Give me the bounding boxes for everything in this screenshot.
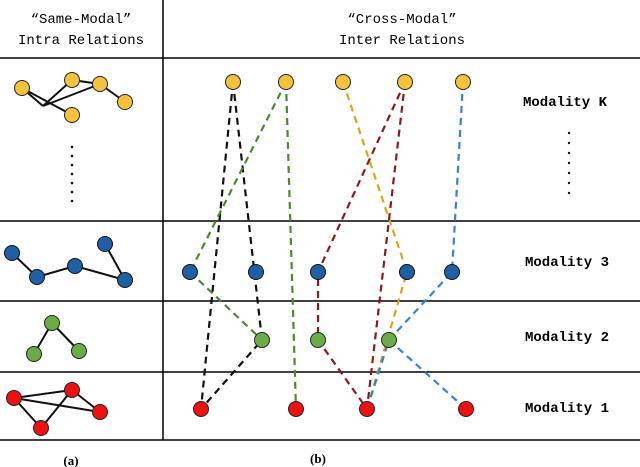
- node-green: [381, 332, 397, 348]
- intra-graph-modality-k: [14, 72, 133, 123]
- node-yellow: [92, 76, 108, 92]
- node-red: [288, 401, 304, 417]
- node-red: [92, 404, 108, 420]
- node-yellow: [397, 74, 413, 90]
- node-blue: [4, 245, 20, 261]
- cross-row-modality-2: [254, 332, 397, 348]
- node-yellow: [64, 72, 80, 88]
- node-blue: [310, 264, 326, 280]
- node-green: [71, 343, 87, 359]
- node-blue: [97, 236, 113, 252]
- node-yellow: [278, 74, 294, 90]
- intra-vertical-ellipsis: [70, 145, 74, 203]
- node-green: [254, 332, 270, 348]
- node-yellow: [455, 74, 471, 90]
- path-black-1: [199, 81, 235, 410]
- node-red: [6, 390, 22, 406]
- node-green: [44, 315, 60, 331]
- path-black-2: [200, 81, 264, 410]
- left-header-line1: “Same-Modal”: [31, 12, 132, 28]
- modality-vertical-ellipsis: [567, 131, 571, 195]
- intra-graph-modality-3: [4, 236, 133, 288]
- node-yellow: [335, 74, 351, 90]
- node-yellow: [14, 80, 30, 96]
- cross-row-modality-1: [193, 401, 474, 417]
- intra-graph-modality-1: [6, 382, 108, 436]
- modality-3-label: Modality 3: [525, 255, 609, 271]
- node-yellow: [225, 74, 241, 90]
- caption-b: (b): [310, 451, 326, 466]
- cross-row-modality-k: [225, 74, 471, 90]
- node-green: [310, 332, 326, 348]
- node-blue: [182, 264, 198, 280]
- path-darkred-2: [365, 81, 407, 410]
- modality-2-label: Modality 2: [525, 330, 609, 346]
- node-blue: [444, 264, 460, 280]
- node-blue: [248, 264, 264, 280]
- node-yellow: [64, 107, 80, 123]
- modality-1-label: Modality 1: [525, 401, 609, 417]
- right-header-line2: Inter Relations: [339, 33, 465, 49]
- node-blue: [117, 272, 133, 288]
- caption-a: (a): [63, 453, 78, 467]
- node-yellow: [117, 94, 133, 110]
- node-red: [458, 401, 474, 417]
- path-darkred-1: [316, 81, 407, 410]
- node-blue: [67, 258, 83, 274]
- modality-k-label: Modality K: [523, 95, 608, 111]
- node-red: [359, 401, 375, 417]
- node-blue: [399, 264, 415, 280]
- node-red: [33, 420, 49, 436]
- node-blue: [29, 269, 45, 285]
- path-green-1: [189, 81, 287, 273]
- cross-modal-paths: [189, 81, 467, 410]
- node-green: [26, 346, 42, 362]
- left-header-line2: Intra Relations: [18, 33, 144, 49]
- path-green-2: [284, 81, 298, 410]
- path-gold-1: [341, 81, 409, 410]
- path-green-3: [189, 271, 263, 341]
- path-lightblue-2: [388, 339, 467, 410]
- intra-graph-modality-2: [26, 315, 87, 362]
- right-header-line1: “Cross-Modal”: [347, 12, 456, 28]
- cross-row-modality-3: [182, 264, 460, 280]
- node-red: [64, 382, 80, 398]
- node-red: [193, 401, 209, 417]
